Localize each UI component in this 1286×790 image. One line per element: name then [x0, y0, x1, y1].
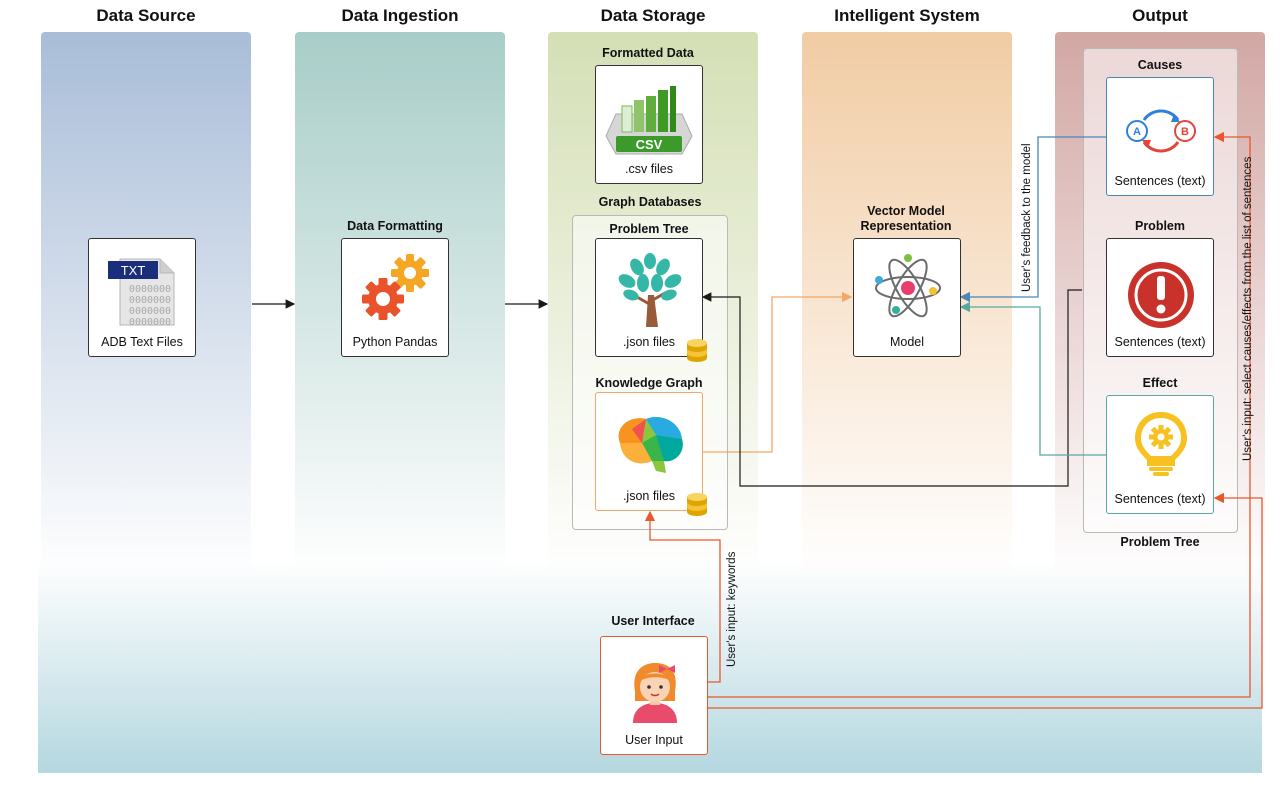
problem-node[interactable]: Sentences (text) — [1106, 238, 1214, 357]
data-formatting-node[interactable]: Python Pandas — [341, 238, 449, 357]
txt-file-icon: TXT 0000000 0000000 0000000 0000000 — [108, 258, 175, 327]
knowledge-graph-node[interactable]: .json files — [595, 392, 703, 511]
edge-knowledge-to-model — [703, 291, 853, 453]
causes-node[interactable]: A B Sentences (text) — [1106, 77, 1214, 196]
effect-node[interactable]: Sentences (text) — [1106, 395, 1214, 514]
keywords-label: User's input: keywords — [726, 551, 738, 667]
database-icon — [687, 493, 707, 516]
alert-icon — [1128, 262, 1194, 328]
edge-problem-to-tree — [701, 289, 1082, 487]
data-ingestion-title: Data Ingestion — [341, 6, 459, 25]
intelligent-system-title: Intelligent System — [834, 6, 980, 25]
vector-model-title-line2: Representation — [860, 219, 952, 233]
data-formatting-title: Data Formatting — [347, 219, 443, 233]
model-label: Model — [889, 335, 925, 349]
user-interface-title: User Interface — [611, 614, 695, 628]
python-pandas-label: Python Pandas — [352, 335, 438, 349]
graph-databases-title: Graph Databases — [598, 195, 702, 209]
adb-text-files-label: ADB Text Files — [101, 335, 183, 349]
brain-icon — [618, 417, 683, 473]
effect-sentences-label: Sentences (text) — [1114, 492, 1206, 506]
causes-sentences-label: Sentences (text) — [1114, 174, 1206, 188]
problem-tree-json-label: .json files — [622, 335, 676, 349]
user-input-node[interactable]: User Input — [600, 636, 708, 755]
edge-user-select-effect — [708, 492, 1263, 709]
vector-model-node[interactable]: Model — [853, 238, 961, 357]
edge-user-keywords — [644, 510, 721, 683]
data-source-title: Data Source — [96, 6, 196, 25]
problem-tree-db-node[interactable]: .json files — [595, 238, 703, 357]
adb-text-files-node[interactable]: TXT 0000000 0000000 0000000 0000000 ADB … — [88, 238, 196, 357]
svg-text:CSV: CSV — [636, 137, 663, 152]
problem-title: Problem — [1134, 219, 1185, 233]
problem-tree-db-title: Problem Tree — [609, 222, 689, 236]
feedback-label: User's feedback to the model — [1021, 143, 1033, 292]
girl-avatar-icon — [633, 663, 677, 723]
svg-text:0000000: 0000000 — [129, 317, 171, 327]
formatted-data-title: Formatted Data — [602, 46, 694, 60]
edge-causes-feedback — [959, 136, 1106, 303]
svg-text:B: B — [1181, 126, 1189, 138]
effect-title: Effect — [1142, 376, 1178, 390]
svg-text:A: A — [1133, 126, 1141, 138]
problem-tree-output-label: Problem Tree — [1120, 535, 1200, 549]
edge-effect-feedback — [959, 301, 1106, 456]
database-icon — [687, 339, 707, 362]
output-title: Output — [1132, 6, 1188, 25]
user-input-label: User Input — [625, 733, 683, 747]
vector-model-title-line1: Vector Model — [867, 204, 945, 218]
causes-title: Causes — [1137, 58, 1183, 72]
formatted-data-node[interactable]: CSV .csv files — [595, 65, 703, 184]
knowledge-graph-title: Knowledge Graph — [595, 376, 703, 390]
ab-cycle-icon: A B — [1126, 109, 1196, 153]
svg-text:0000000: 0000000 — [129, 306, 171, 317]
gears-icon — [362, 254, 429, 320]
data-storage-title: Data Storage — [600, 6, 706, 25]
select-sentences-label: User's input: select causes/effects from… — [1242, 156, 1254, 461]
tree-icon — [618, 253, 682, 327]
lightbulb-icon — [1135, 412, 1187, 476]
csv-files-label: .csv files — [625, 162, 673, 176]
svg-text:0000000: 0000000 — [129, 295, 171, 306]
knowledge-graph-json-label: .json files — [622, 489, 676, 503]
svg-text:0000000: 0000000 — [129, 284, 171, 295]
csv-chart-icon: CSV — [605, 86, 693, 155]
problem-sentences-label: Sentences (text) — [1114, 335, 1206, 349]
svg-text:TXT: TXT — [121, 263, 146, 278]
edge-user-select-causes — [708, 131, 1251, 698]
atom-icon — [875, 254, 941, 318]
